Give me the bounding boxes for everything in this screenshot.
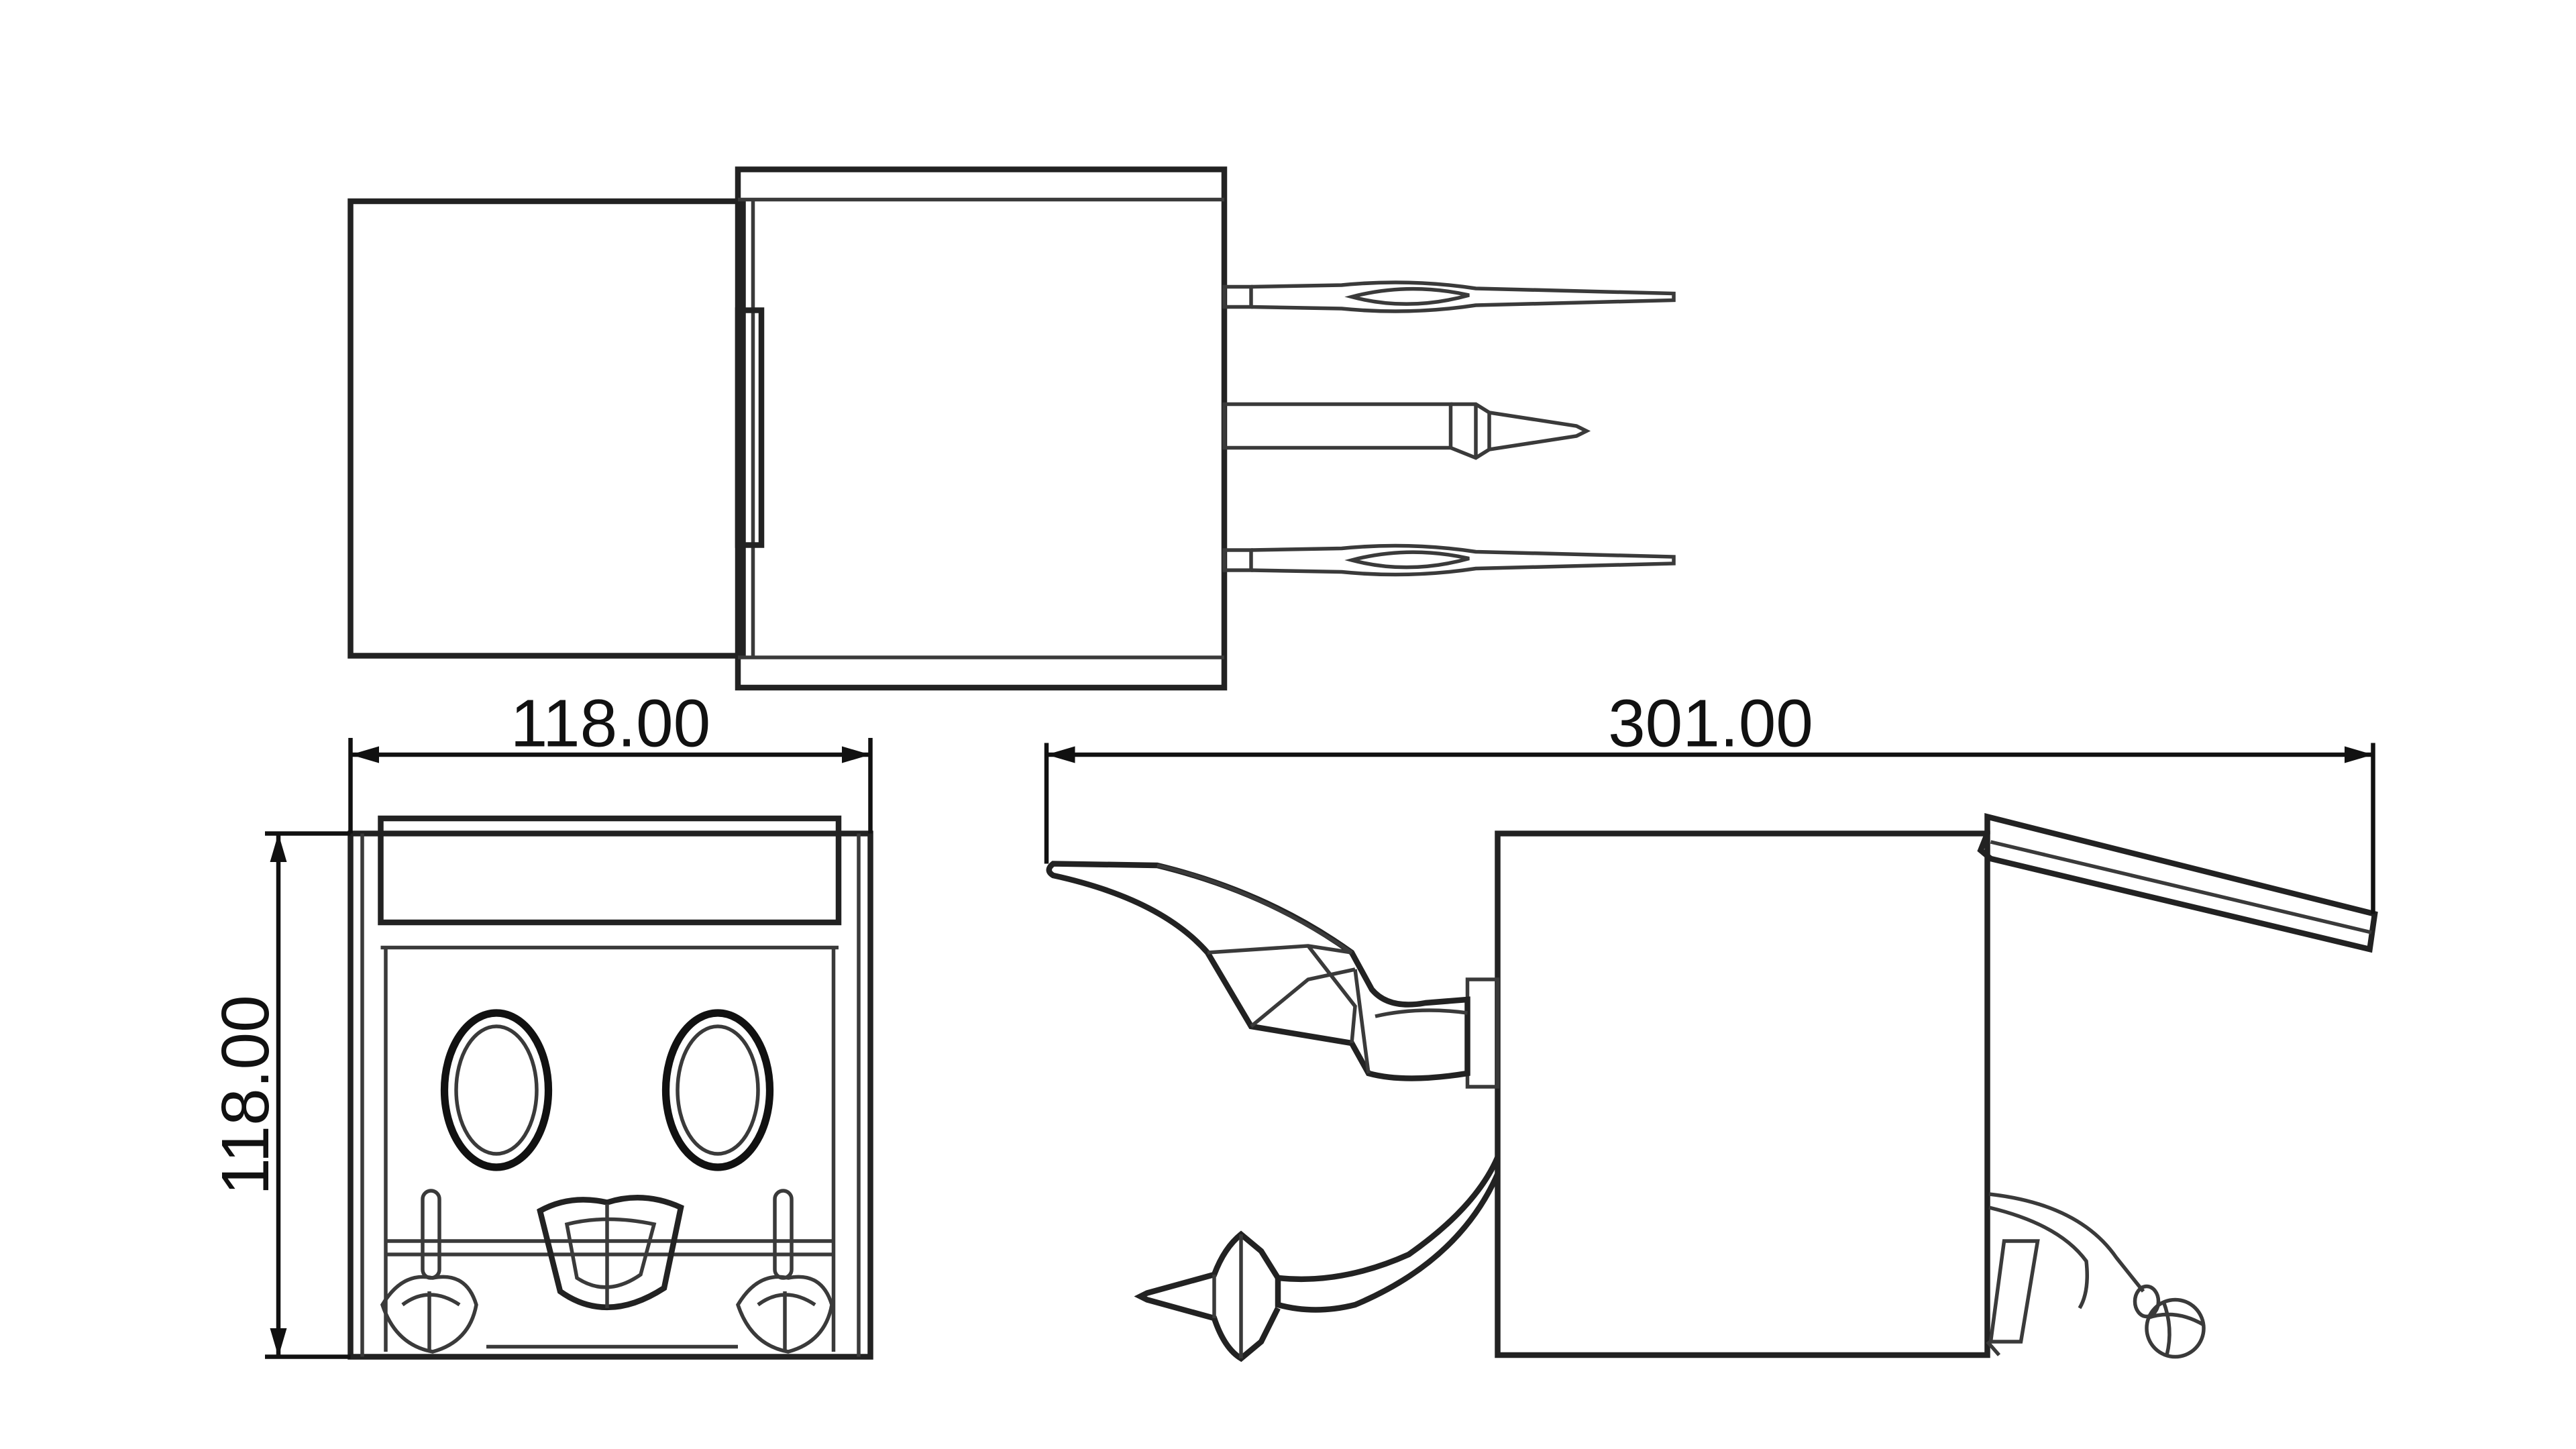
top-view (347, 166, 1676, 691)
top-upper-arm (1222, 280, 1676, 313)
side-lid (1977, 813, 2378, 953)
top-lower-arm (1222, 543, 1676, 577)
side-view (1046, 813, 2378, 1362)
front-mouth (537, 1195, 684, 1310)
side-lever (1986, 1192, 2206, 1359)
dimension-side-length: 301.00 (1044, 686, 2375, 914)
front-left-knob (380, 1189, 478, 1354)
dimension-front-width: 118.00 (348, 686, 873, 834)
right-eye (661, 1009, 774, 1171)
front-height-label: 118.00 (208, 995, 283, 1195)
side-wing (1046, 861, 1500, 1089)
front-width-label: 118.00 (511, 686, 710, 761)
dimension-front-height: 118.00 (208, 831, 351, 1359)
front-view (347, 815, 873, 1360)
side-length-label: 301.00 (1608, 686, 1813, 761)
front-right-knob (735, 1189, 834, 1354)
side-tail (1134, 1156, 1501, 1362)
left-eye (440, 1009, 553, 1171)
top-spear (1222, 402, 1591, 460)
